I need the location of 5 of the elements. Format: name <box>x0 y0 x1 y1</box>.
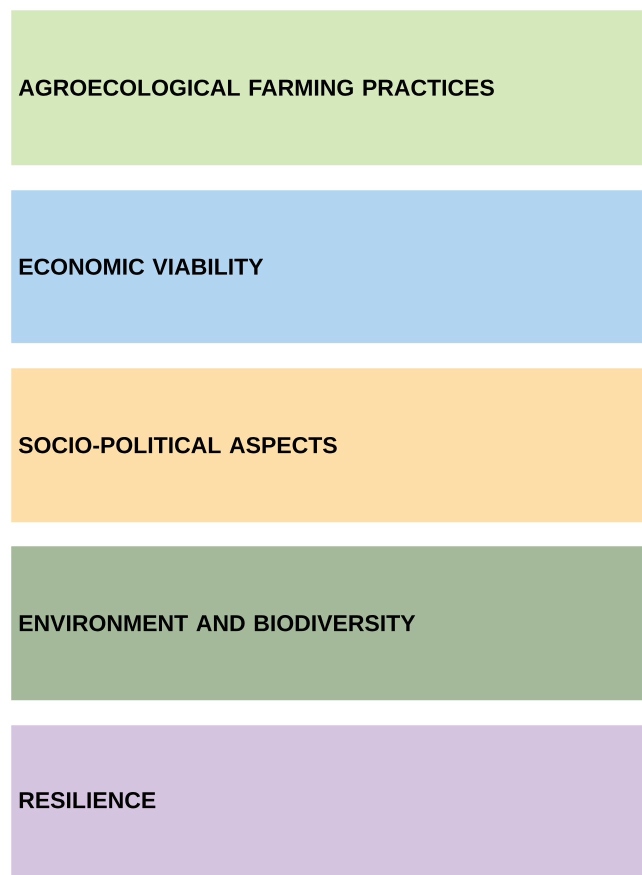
category-band: ENVIRONMENT AND BIODIVERSITY <box>11 546 642 700</box>
category-band: SOCIO-POLITICAL ASPECTS <box>11 368 642 522</box>
category-band: ECONOMIC VIABILITY <box>11 190 642 344</box>
category-band: RESILIENCE <box>11 725 642 875</box>
category-band: AGROECOLOGICAL FARMING PRACTICES <box>11 10 642 166</box>
